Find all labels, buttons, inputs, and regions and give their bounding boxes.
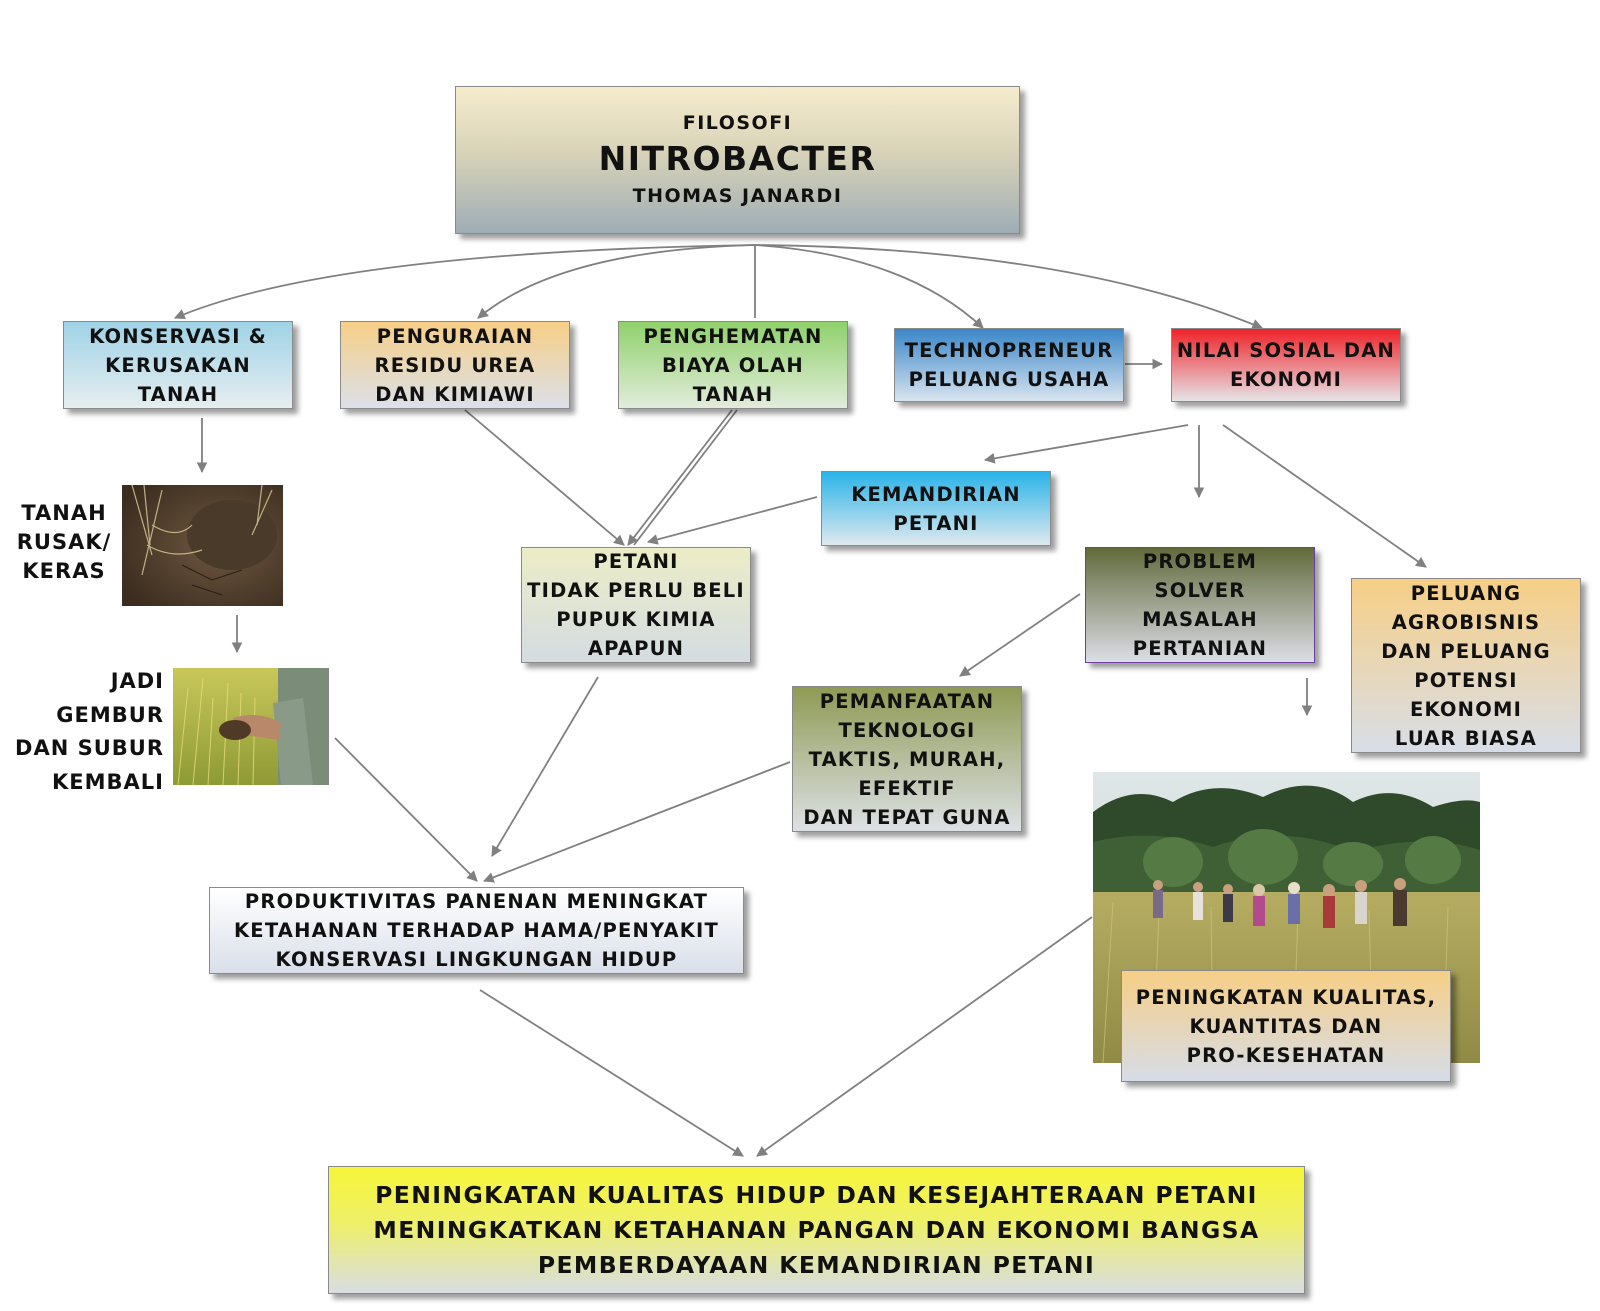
label-jadi-gembur-line: GEMBUR	[56, 702, 164, 727]
arrow-penghematan-petani-2	[633, 409, 738, 546]
node-peluang: PELUANG AGROBISNIS DAN PELUANG POTENSI E…	[1351, 578, 1581, 753]
header-title: NITROBACTER	[598, 139, 877, 178]
node-penghematan-line: TANAH	[692, 382, 774, 406]
arrow-fertile-produktivitas	[334, 737, 478, 882]
node-nilai-sosial-line: EKONOMI	[1229, 368, 1343, 391]
arrow-header-penguraian	[477, 244, 756, 319]
label-jadi-gembur-line: DAN SUBUR	[15, 736, 164, 760]
node-peluang-line: EKONOMI	[1409, 697, 1523, 721]
damaged-soil-photo	[122, 485, 283, 606]
node-penguraian-line: RESIDU UREA	[374, 353, 536, 377]
node-problem-solver-line: SOLVER	[1154, 579, 1246, 602]
label-tanah-rusak: TANAH RUSAK/ KERAS	[14, 499, 114, 586]
node-penguraian-line: DAN KIMIAWI	[375, 382, 535, 406]
fertile-soil-in-hand-photo	[173, 668, 329, 785]
node-peluang-line: DAN PELUANG	[1381, 639, 1551, 663]
node-peluang-line: POTENSI	[1414, 668, 1518, 692]
label-jadi-gembur-line: KEMBALI	[52, 769, 164, 794]
node-petani-line: TIDAK PERLU BELI	[527, 579, 745, 602]
node-peluang-line: AGROBISNIS	[1391, 610, 1541, 634]
node-pemanfaatan-line: DAN TEPAT GUNA	[803, 805, 1011, 829]
node-penghematan: PENGHEMATAN BIAYA OLAH TANAH	[618, 321, 848, 409]
node-pemanfaatan-line: PEMANFAATAN	[819, 689, 995, 713]
label-tanah-rusak-line: TANAH	[21, 501, 107, 525]
node-nilai-sosial: NILAI SOSIAL DAN EKONOMI	[1171, 328, 1401, 402]
header-kicker: FILOSOFI	[682, 112, 793, 134]
node-pemanfaatan-line: TEKNOLOGI	[838, 718, 976, 742]
node-final-line: MENINGKATKAN KETAHANAN PANGAN DAN EKONOM…	[373, 1215, 1260, 1244]
arrow-nilai-peluang	[1222, 424, 1427, 568]
node-pemanfaatan: PEMANFAATAN TEKNOLOGI TAKTIS, MURAH, EFE…	[792, 686, 1022, 832]
node-kemandirian: KEMANDIRIAN PETANI	[821, 471, 1051, 546]
node-final: PENINGKATAN KUALITAS HIDUP DAN KESEJAHTE…	[328, 1166, 1305, 1294]
label-jadi-gembur-line: JADI	[110, 669, 164, 693]
header-box: FILOSOFI NITROBACTER THOMAS JANARDI	[455, 86, 1020, 234]
node-peluang-line: PELUANG	[1410, 581, 1522, 605]
node-problem-solver-line: MASALAH	[1142, 608, 1258, 631]
node-problem-solver-line: PERTANIAN	[1132, 637, 1268, 660]
arrow-kemandirian-petani	[646, 496, 818, 545]
node-produktivitas: PRODUKTIVITAS PANENAN MENINGKAT KETAHANA…	[209, 887, 744, 974]
node-final-line: PENINGKATAN KUALITAS HIDUP DAN KESEJAHTE…	[375, 1180, 1258, 1209]
arrow-problem-pemanfaatan	[959, 593, 1081, 677]
arrow-petani-produktivitas	[491, 676, 599, 857]
node-technopreneur: TECHNOPRENEUR PELUANG USAHA	[894, 328, 1124, 402]
node-konservasi-line: KONSERVASI &	[89, 324, 267, 348]
node-problem-solver-line: PROBLEM	[1142, 550, 1258, 573]
node-problem-solver: PROBLEM SOLVER MASALAH PERTANIAN	[1085, 547, 1315, 663]
node-petani-line: PETANI	[593, 550, 679, 573]
node-technopreneur-line: TECHNOPRENEUR	[904, 339, 1114, 362]
node-konservasi-line: KERUSAKAN	[105, 353, 251, 377]
arrow-header-technopreneur	[754, 244, 984, 329]
node-petani-line: APAPUN	[587, 637, 685, 660]
node-pemanfaatan-line: TAKTIS, MURAH,	[808, 747, 1006, 771]
arrow-penguraian-petani	[464, 409, 625, 546]
label-tanah-rusak-line: KERAS	[22, 559, 106, 583]
node-peningkatan-kualitas-line: KUANTITAS DAN	[1189, 1014, 1383, 1038]
node-final-line: PEMBERDAYAAN KEMANDIRIAN PETANI	[537, 1250, 1096, 1279]
arrow-header-nilai	[754, 244, 1263, 330]
node-produktivitas-line: PRODUKTIVITAS PANENAN MENINGKAT	[244, 890, 709, 913]
node-peningkatan-kualitas-line: PENINGKATAN KUALITAS,	[1135, 985, 1437, 1009]
arrow-penghematan-petani	[627, 409, 733, 546]
node-penghematan-line: BIAYA OLAH	[662, 353, 804, 377]
arrow-header-konservasi	[174, 244, 756, 320]
label-tanah-rusak-line: RUSAK/	[16, 530, 112, 554]
node-penguraian: PENGURAIAN RESIDU UREA DAN KIMIAWI	[340, 321, 570, 409]
node-peningkatan-kualitas: PENINGKATAN KUALITAS, KUANTITAS DAN PRO-…	[1121, 970, 1451, 1082]
arrow-pemanfaatan-produktivitas	[482, 761, 791, 883]
node-kemandirian-line: KEMANDIRIAN	[851, 482, 1021, 506]
node-peningkatan-kualitas-line: PRO-KESEHATAN	[1186, 1043, 1386, 1067]
arrow-nilai-kemandirian	[983, 424, 1189, 464]
node-konservasi: KONSERVASI & KERUSAKAN TANAH	[63, 321, 293, 409]
node-pemanfaatan-line: EFEKTIF	[858, 776, 956, 800]
label-jadi-gembur: JADI GEMBUR DAN SUBUR KEMBALI	[0, 665, 164, 799]
node-petani: PETANI TIDAK PERLU BELI PUPUK KIMIA APAP…	[521, 547, 751, 663]
node-petani-line: PUPUK KIMIA	[556, 608, 716, 631]
node-konservasi-line: TANAH	[137, 382, 219, 406]
arrow-produktivitas-final	[479, 989, 744, 1157]
node-produktivitas-line: KONSERVASI LINGKUNGAN HIDUP	[275, 948, 678, 971]
node-peluang-line: LUAR BIASA	[1394, 726, 1538, 750]
node-penguraian-line: PENGURAIAN	[376, 324, 534, 348]
header-author: THOMAS JANARDI	[632, 185, 843, 207]
node-penghematan-line: PENGHEMATAN	[643, 324, 823, 348]
node-technopreneur-line: PELUANG USAHA	[908, 368, 1110, 391]
node-nilai-sosial-line: NILAI SOSIAL DAN	[1176, 339, 1396, 362]
node-kemandirian-line: PETANI	[893, 511, 979, 535]
node-produktivitas-line: KETAHANAN TERHADAP HAMA/PENYAKIT	[233, 919, 720, 942]
arrow-photo-final	[756, 916, 1093, 1157]
